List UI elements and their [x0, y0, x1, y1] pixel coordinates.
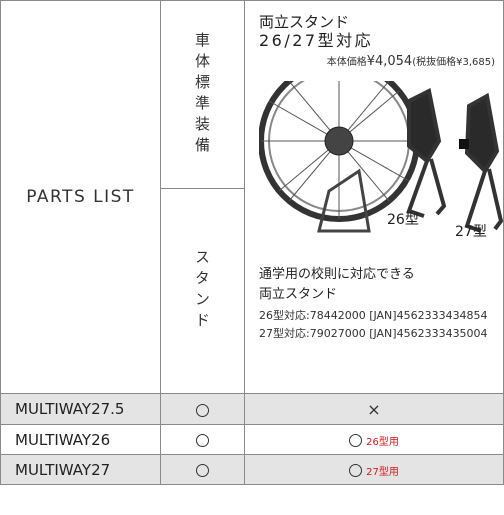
product-description: 通学用の校則に対応できる 両立スタンド: [259, 265, 495, 305]
circle-mark-icon: [196, 464, 209, 477]
stand-category-label: スタンド: [193, 249, 211, 333]
circle-mark-icon: [349, 434, 363, 447]
circle-mark-icon: [349, 464, 363, 477]
product-codes: 26型対応:78442000 [JAN]4562333434854 27型対応:…: [259, 307, 495, 343]
product-cell: 両立スタンド 26/27型対応 本体価格¥4,054(税抜価格¥3,685): [244, 0, 504, 394]
standard-mark: [160, 393, 245, 425]
parts-list-title: PARTS LIST: [0, 0, 161, 394]
compat-mark: 26型用: [244, 424, 504, 455]
product-photos: 26型 27型: [258, 60, 504, 261]
compat-note: 26型用: [366, 437, 399, 448]
stand-category-header: スタンド: [160, 188, 245, 394]
product-name: 両立スタンド: [259, 13, 350, 31]
standard-mark: [160, 424, 245, 455]
stand-27-photo: [459, 92, 504, 233]
table-row: MULTIWAY27.5 ×: [0, 393, 504, 425]
code-27: 27型対応:79027000 [JAN]4562333435004: [259, 327, 488, 340]
model-name: MULTIWAY27.5: [0, 393, 161, 425]
table-row: MULTIWAY27 27型用: [0, 454, 504, 485]
compat-note: 27型用: [366, 467, 399, 478]
standard-equipment-header: 車体標準装備: [160, 0, 245, 189]
stand-26-photo: [406, 88, 447, 218]
parts-table: PARTS LIST 車体標準装備 両立スタンド 26/27型対応 本体価格¥4…: [0, 0, 504, 485]
product-size: 26/27型対応: [259, 31, 374, 50]
standard-mark: [160, 454, 245, 485]
label-26: 26型: [387, 212, 419, 228]
price-value: ¥4,054: [366, 54, 413, 69]
model-name: MULTIWAY26: [0, 424, 161, 455]
compat-mark: ×: [244, 393, 504, 425]
price-label: 本体価格: [326, 57, 367, 68]
description-line-1: 通学用の校則に対応できる: [259, 267, 415, 282]
description-line-2: 両立スタンド: [259, 287, 338, 302]
compat-mark: 27型用: [244, 454, 504, 485]
table-row: MULTIWAY26 26型用: [0, 424, 504, 455]
standard-equipment-label: 車体標準装備: [193, 31, 211, 158]
circle-mark-icon: [196, 403, 209, 417]
circle-mark-icon: [196, 434, 209, 447]
product-price: 本体価格¥4,054(税抜価格¥3,685): [259, 53, 495, 69]
label-27: 27型: [455, 224, 487, 240]
code-26: 26型対応:78442000 [JAN]4562333434854: [259, 309, 488, 322]
stand-photo-illustration: [258, 60, 504, 233]
model-name: MULTIWAY27: [0, 454, 161, 485]
tax-note: (税抜価格¥3,685): [412, 57, 495, 68]
